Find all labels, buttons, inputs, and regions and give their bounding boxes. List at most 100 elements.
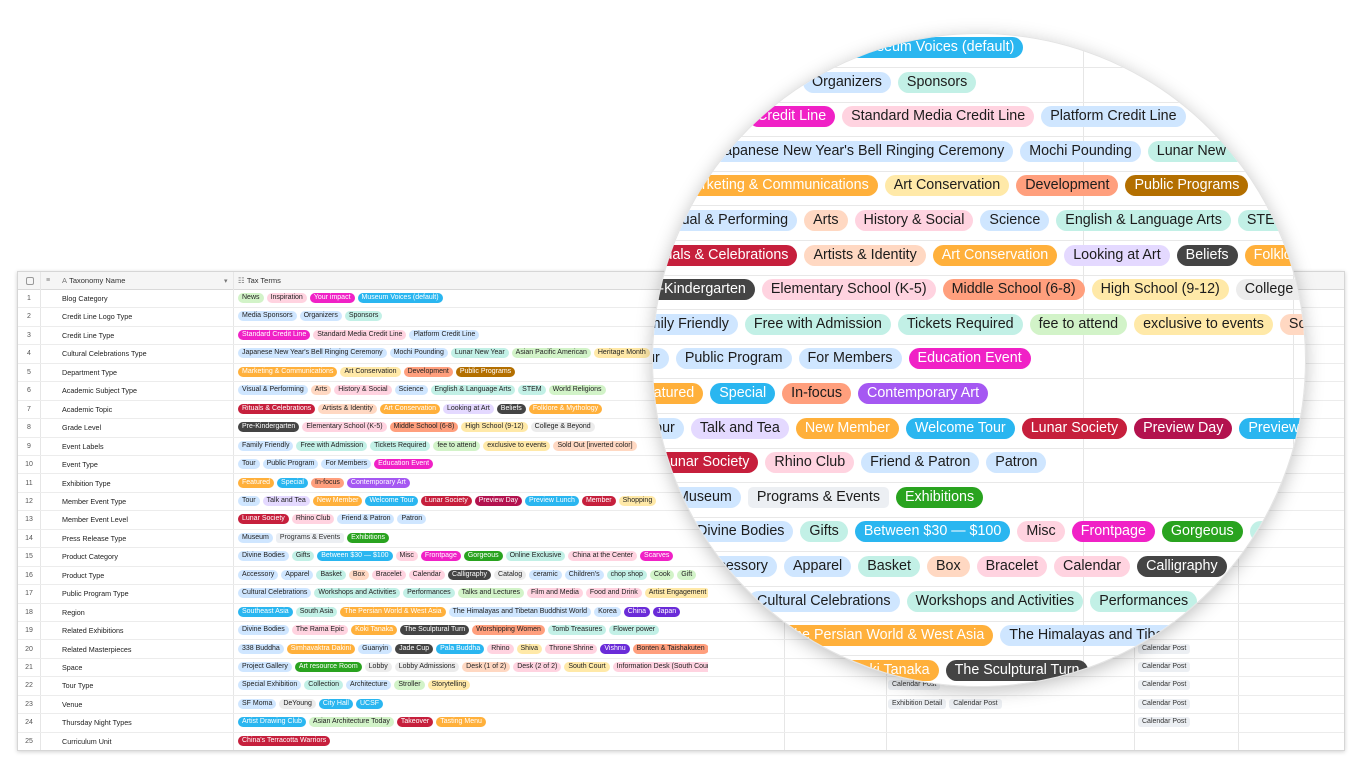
tag-pill[interactable]: Box [348, 569, 369, 580]
tag-pill[interactable]: Arts [804, 210, 848, 231]
tag-pill[interactable]: Shopping [618, 495, 657, 506]
tag-pill[interactable]: Rituals & Celebrations [238, 403, 316, 414]
tag-pill[interactable]: Online Exclusive [1249, 521, 1305, 543]
tag-pill[interactable]: Tour [238, 459, 260, 470]
tag-pill[interactable]: English & Language Arts [430, 385, 516, 396]
tag-pill[interactable]: Asian Pacific American [1274, 140, 1305, 162]
tag-pill[interactable]: Featured [238, 477, 275, 488]
tag-pill[interactable]: Museum [668, 486, 741, 508]
tag-pill[interactable]: Development [1016, 175, 1119, 197]
linked-cell[interactable]: Calendar Post [1138, 717, 1338, 730]
linked-cell[interactable]: Calendar Post [1138, 643, 1338, 657]
tag-pill[interactable]: Project Gallery [238, 662, 292, 672]
tag-pill[interactable]: South Court [564, 662, 610, 672]
tag-pill[interactable]: Visual & Performing [653, 210, 798, 231]
tag-pill[interactable]: SF Moma [238, 698, 277, 709]
tag-pill[interactable]: Vishnu [600, 643, 630, 654]
tag-pill[interactable]: exclusive to events [483, 440, 551, 451]
tag-pill[interactable]: Marketing & Communications [673, 175, 878, 197]
tag-pill[interactable]: Looking at Art [1064, 244, 1170, 266]
tag-pill[interactable]: Lunar Society [1021, 417, 1128, 439]
tag-pill[interactable]: Tickets Required [897, 313, 1023, 335]
linked-cell[interactable]: Calendar Post [1138, 680, 1338, 693]
tag-pill[interactable]: Tour [653, 417, 684, 439]
tag-pill[interactable]: Film and Media [527, 588, 583, 599]
tax-terms-cell[interactable]: China's Terracotta Warriors [238, 735, 708, 749]
tag-pill[interactable]: Education Event [908, 348, 1031, 370]
linked-cell[interactable]: Calendar Post [888, 680, 1138, 693]
tag-pill[interactable]: Member [581, 495, 616, 506]
tag-pill[interactable]: Free with Admission [744, 313, 891, 335]
tag-pill[interactable]: fee to attend [1029, 313, 1128, 335]
tag-pill[interactable]: Heritage Month [593, 348, 650, 359]
taxonomy-name-cell[interactable]: Member Event Level [62, 515, 128, 525]
taxonomy-name-cell[interactable]: Grade Level [62, 423, 102, 433]
tag-pill[interactable]: Desk (1 of 2) [462, 662, 511, 672]
tax-terms-cell[interactable]: Japanese New Year's Bell Ringing Ceremon… [238, 348, 708, 361]
tag-pill[interactable]: Artist Drawing Club [238, 717, 306, 728]
tag-pill[interactable]: Basket [316, 569, 346, 580]
tag-pill[interactable]: Online Exclusive [505, 551, 566, 562]
tag-pill[interactable]: Your impact [309, 293, 355, 303]
tag-pill[interactable]: Between $30 — $100 [317, 551, 393, 562]
tag-pill[interactable]: Marketing & Communications [238, 366, 338, 377]
tag-pill[interactable]: Family Friendly [653, 313, 738, 335]
tag-pill[interactable]: Lobby Admissions [394, 662, 460, 672]
tag-pill[interactable]: Catalog [494, 569, 527, 580]
tag-pill[interactable]: For Members [798, 348, 902, 370]
tag-pill[interactable]: STEM [1237, 210, 1296, 231]
tag-pill[interactable]: Tickets Required [370, 440, 431, 451]
tag-pill[interactable]: Southeast Asia [238, 606, 293, 617]
tag-pill[interactable]: Programs & Events [275, 532, 345, 543]
tag-pill[interactable]: Middle School (6-8) [942, 279, 1085, 301]
tag-pill[interactable]: High School (9-12) [1091, 279, 1229, 301]
tag-pill[interactable]: Museum Voices (default) [357, 293, 443, 303]
tag-pill[interactable]: Friend & Patron [861, 452, 980, 474]
tag-pill[interactable]: Standard Media Credit Line [842, 106, 1035, 128]
tag-pill[interactable]: exclusive to events [1134, 313, 1273, 335]
tag-pill[interactable]: Korea [594, 606, 621, 617]
tag-pill[interactable]: Family Friendly [238, 440, 294, 451]
tag-pill[interactable]: Beliefs [1176, 244, 1238, 266]
tag-pill[interactable]: Featured [653, 383, 704, 404]
tag-pill[interactable]: Looking at Art [442, 403, 494, 414]
tag-pill[interactable]: News [238, 293, 264, 303]
chevron-down-icon[interactable]: ▾ [224, 278, 228, 285]
tag-pill[interactable]: Tasting Menu [436, 717, 486, 728]
tag-pill[interactable]: Frontpage [1071, 521, 1155, 543]
tag-pill[interactable]: Shiva [516, 643, 543, 654]
tag-pill[interactable]: Lunar Society [420, 495, 472, 506]
tag-pill[interactable]: Special [710, 383, 776, 404]
tag-pill[interactable]: Sold Out [inverted color] [553, 440, 637, 451]
tag-pill[interactable]: Bonten & Taishakuten [632, 643, 708, 654]
tag-pill[interactable]: Cultural Celebrations [748, 590, 900, 612]
tag-pill[interactable]: Media Sponsors [238, 311, 297, 322]
tag-pill[interactable]: Public Program [675, 348, 792, 370]
tag-pill[interactable]: Patron [986, 452, 1047, 474]
tag-pill[interactable]: Art resource Room [294, 662, 362, 672]
tag-pill[interactable]: South Asia [295, 606, 338, 617]
tag-pill[interactable]: Science [394, 385, 428, 396]
tag-pill[interactable]: Inspiration [266, 293, 307, 303]
tag-pill[interactable]: Misc [1017, 521, 1065, 543]
tag-pill[interactable]: Pala Buddha [436, 643, 485, 654]
tag-pill[interactable]: Bracelet [371, 569, 406, 580]
taxonomy-name-cell[interactable]: Credit Line Type [62, 330, 115, 340]
tag-pill[interactable]: Tomb Treasures [547, 625, 607, 636]
tag-pill[interactable]: Development [403, 366, 453, 377]
tag-pill[interactable]: Japanese New Year's Bell Ringing Ceremon… [238, 348, 387, 359]
tag-pill[interactable]: Cultural Celebrations [238, 588, 312, 599]
